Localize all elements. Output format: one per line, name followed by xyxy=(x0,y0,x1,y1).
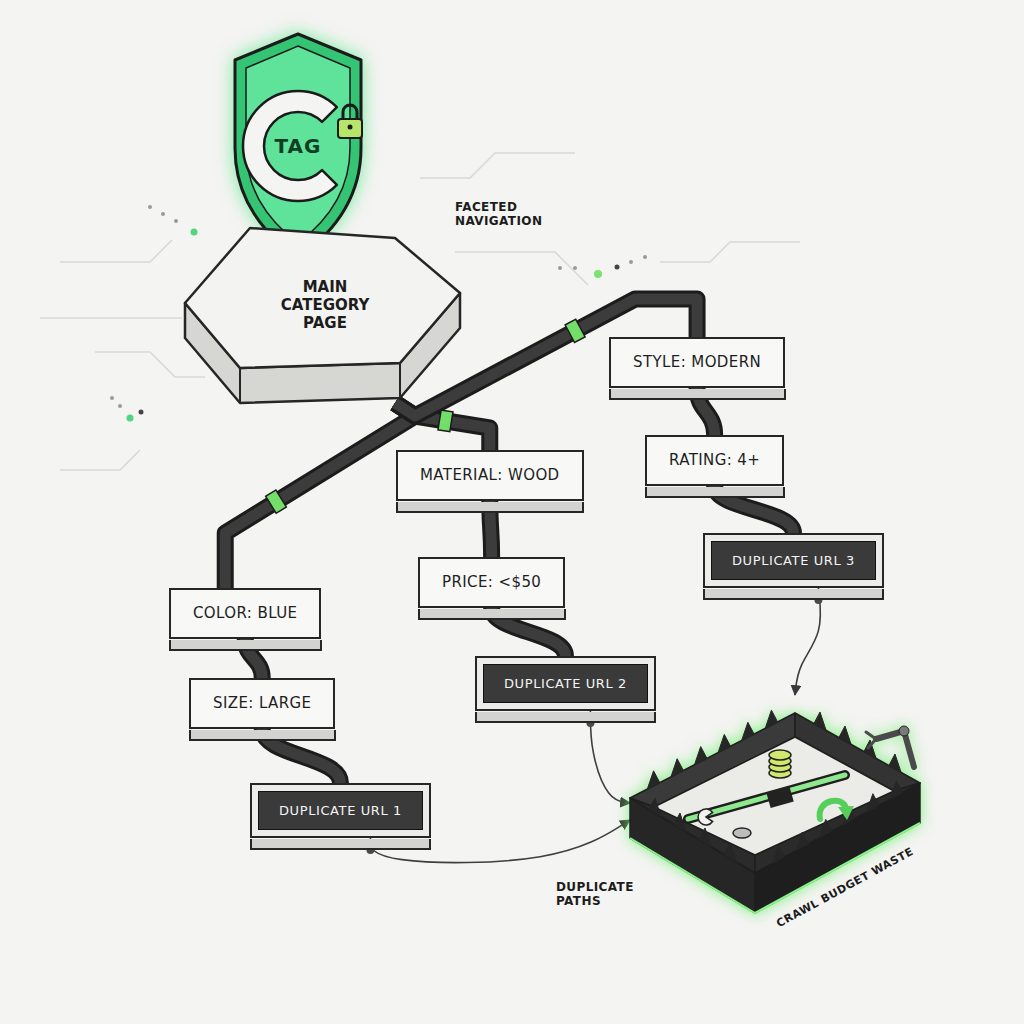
trap-tooth xyxy=(765,710,777,728)
trap-tooth xyxy=(839,726,851,744)
duplicate-label: DUPLICATE URL 2 xyxy=(483,664,648,703)
shield-label: TAG xyxy=(228,134,368,158)
trap-tooth xyxy=(649,798,661,817)
trace-dot xyxy=(127,415,134,422)
filter-label: COLOR: BLUE xyxy=(193,604,297,623)
annotation-label: DUPLICATE PATHS xyxy=(556,880,648,908)
trigger-block xyxy=(766,786,793,808)
platform-top xyxy=(185,228,460,368)
trace-line xyxy=(60,240,172,262)
trap-tooth xyxy=(699,828,711,847)
filter-label: STYLE: MODERN xyxy=(633,353,761,372)
trace-dot xyxy=(643,255,647,259)
duplicate-label: DUPLICATE URL 3 xyxy=(711,541,876,580)
trace-dot xyxy=(118,404,122,408)
trap-tooth xyxy=(718,734,730,752)
pipe-band xyxy=(438,410,453,432)
pipe-band xyxy=(565,319,585,342)
filter-label: MATERIAL: WOOD xyxy=(420,466,560,485)
trap-tooth xyxy=(724,843,736,862)
trace-dot xyxy=(191,229,198,236)
duplicate-label: DUPLICATE URL 1 xyxy=(258,791,423,830)
duplicate-path-arrow xyxy=(795,588,822,695)
pipe-band xyxy=(266,490,287,513)
trace-dot xyxy=(615,265,620,270)
duplicate-url-box: DUPLICATE URL 2 xyxy=(475,656,656,711)
platform-edge xyxy=(399,363,401,398)
path-line xyxy=(590,711,630,803)
filter-label: SIZE: LARGE xyxy=(213,694,311,713)
label-anchor: DUPLICATE PATHS xyxy=(556,880,648,908)
trap-tooth xyxy=(694,747,706,765)
duplicate-path-arrow xyxy=(586,711,630,803)
trace-dot xyxy=(148,205,152,209)
trap-tooth xyxy=(820,819,832,837)
trap-tooth xyxy=(647,771,659,789)
trap-tooth xyxy=(890,781,902,799)
filter-box: MATERIAL: WOOD xyxy=(396,450,584,501)
filter-box: STYLE: MODERN xyxy=(609,337,785,388)
path-line xyxy=(795,588,820,695)
trace-dot xyxy=(174,219,178,223)
filter-box: SIZE: LARGE xyxy=(189,678,335,729)
trace-dot xyxy=(573,266,577,270)
trace-dot xyxy=(161,212,165,216)
trap-tooth xyxy=(889,754,901,772)
crawl-trap: CRAWL BUDGET WASTE xyxy=(630,695,920,913)
trap-tooth xyxy=(814,712,826,730)
platform-edge xyxy=(239,368,241,403)
trap-shape xyxy=(630,695,920,913)
trap-tooth xyxy=(742,722,754,740)
filter-box: COLOR: BLUE xyxy=(169,588,321,639)
trap-tooth xyxy=(867,794,879,812)
trap-tooth xyxy=(772,845,784,863)
trace-line xyxy=(660,242,800,262)
trace-dot xyxy=(139,410,144,415)
filter-box: PRICE: <$50 xyxy=(418,557,565,608)
trace-dot xyxy=(594,270,602,278)
duplicate-url-box: DUPLICATE URL 3 xyxy=(703,533,884,588)
trace-dot xyxy=(629,260,633,264)
trap-tooth xyxy=(671,759,683,777)
robot-arm xyxy=(876,731,914,767)
filter-label: PRICE: <$50 xyxy=(442,573,541,592)
trace-line xyxy=(455,252,588,285)
trap-floor xyxy=(654,737,894,855)
pipe-connector xyxy=(225,403,415,588)
loop-arrow-head xyxy=(838,806,854,820)
lock-keyhole xyxy=(348,125,353,130)
platform-label: MAIN CATEGORY PAGE xyxy=(270,278,380,332)
label-anchor: FACETED NAVIGATION xyxy=(455,200,555,228)
eaten-coin xyxy=(698,809,713,825)
trace-line xyxy=(420,153,575,178)
filter-box: RATING: 4+ xyxy=(645,435,784,486)
trap-tooth xyxy=(796,832,808,850)
trace-line xyxy=(95,352,205,377)
trace-line xyxy=(60,450,140,470)
trace-dot xyxy=(110,396,114,400)
trace-lines xyxy=(40,153,800,470)
pipe-inner xyxy=(225,403,415,588)
filter-label: RATING: 4+ xyxy=(669,451,760,470)
trace-dot xyxy=(558,266,562,270)
category-platform: MAIN CATEGORY PAGE xyxy=(185,228,460,403)
lock-body xyxy=(338,119,362,138)
robot-joint xyxy=(899,726,909,736)
trace-line xyxy=(40,317,182,319)
coin-stack xyxy=(769,750,791,760)
trace-dots xyxy=(110,205,647,422)
duplicate-url-box: DUPLICATE URL 1 xyxy=(250,783,431,838)
annotation-label: FACETED NAVIGATION xyxy=(455,200,555,228)
pipe-outer xyxy=(225,403,415,588)
coin xyxy=(733,828,751,838)
lock-shackle xyxy=(343,105,357,120)
robot-claw xyxy=(866,732,876,748)
